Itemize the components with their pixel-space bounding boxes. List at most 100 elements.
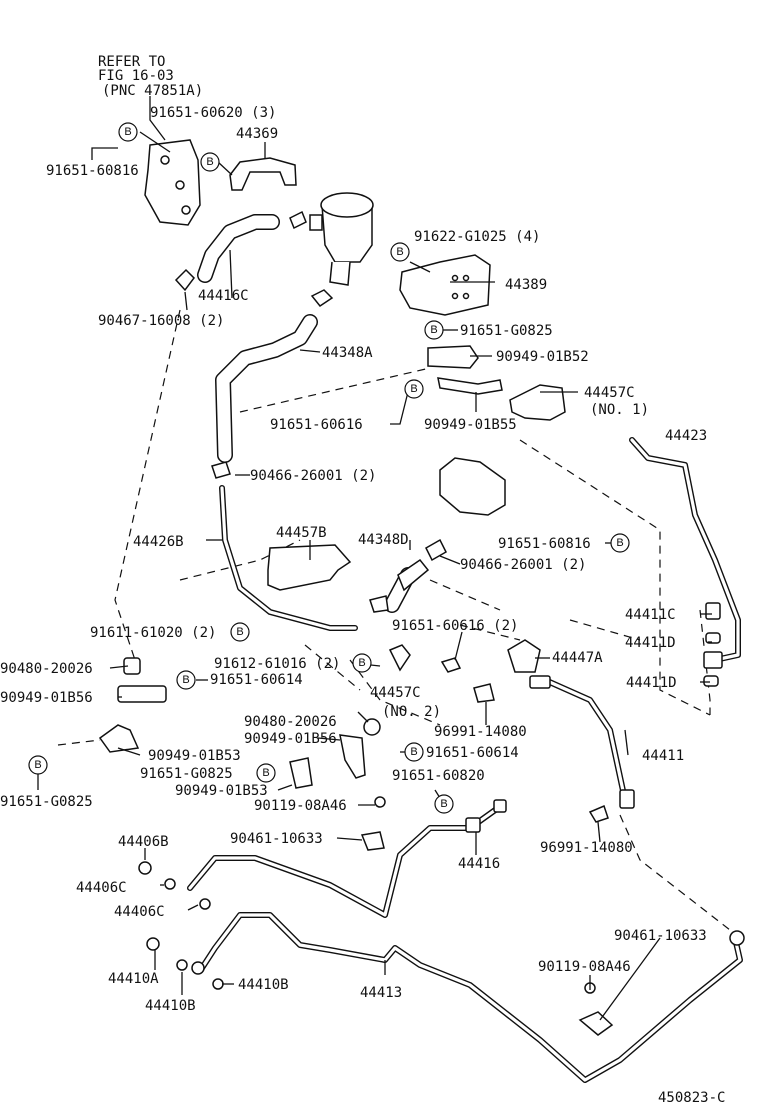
- part-label: 91651-60614: [426, 745, 519, 761]
- part-label: 90949-01B53: [175, 783, 268, 799]
- part-label: 91651-60816: [498, 536, 591, 552]
- part-label: 90119-08A46: [538, 959, 631, 975]
- part-label: 91611-61020 (2): [90, 625, 216, 641]
- part-label: 90949-01B52: [496, 349, 589, 365]
- part-label: 44406C: [76, 880, 127, 896]
- svg-text:B: B: [358, 657, 365, 669]
- hose-clamp: [369, 595, 389, 613]
- bolt-marker: B: [404, 742, 424, 762]
- refer-note-line2: FIG 16-03: [98, 68, 174, 84]
- bolt-marker: B: [424, 320, 444, 340]
- part-label: 44411D: [625, 635, 676, 651]
- figure-id: 450823-C: [658, 1090, 725, 1106]
- bolt-marker: B: [230, 622, 250, 642]
- svg-text:B: B: [236, 626, 243, 638]
- part-label: 44411: [642, 748, 684, 764]
- svg-text:B: B: [396, 246, 403, 258]
- bolt-markers: B B B B B B B B B B B B B: [28, 122, 630, 814]
- bolt-marker: B: [118, 122, 138, 142]
- bolt-marker: B: [610, 533, 630, 553]
- part-label: 91651-60620 (3): [150, 105, 276, 121]
- part-label: 91651-G0825: [0, 794, 93, 810]
- bolt-marker: B: [176, 670, 196, 690]
- part-label: 91651-G0825: [460, 323, 553, 339]
- part-label: 44423: [665, 428, 707, 444]
- part-label: 91651-G0825: [140, 766, 233, 782]
- part-label: 44416: [458, 856, 500, 872]
- part-labels: REFER TO FIG 16-03 (PNC 47851A) 91651-60…: [0, 54, 725, 1106]
- hose-clamp: [211, 461, 231, 479]
- bolt-marker: B: [200, 152, 220, 172]
- part-label: 90480-20026: [244, 714, 337, 730]
- part-label: 91651-60616: [270, 417, 363, 433]
- part-label: 91651-60616 (2): [392, 618, 518, 634]
- part-label: 90466-26001 (2): [250, 468, 376, 484]
- svg-text:B: B: [124, 126, 131, 138]
- refer-note-line1: REFER TO: [98, 54, 165, 70]
- bolt-marker: B: [390, 242, 410, 262]
- part-label: 44447A: [552, 650, 603, 666]
- part-label: 44348A: [322, 345, 373, 361]
- bolt-marker: B: [352, 653, 372, 673]
- svg-text:B: B: [410, 746, 417, 758]
- part-label: 44413: [360, 985, 402, 1001]
- part-label: 44406C: [114, 904, 165, 920]
- part-label: 44411C: [625, 607, 676, 623]
- part-label: 44457B: [276, 525, 327, 541]
- part-label: 91612-61016 (2): [214, 656, 340, 672]
- part-label: 91651-60614: [210, 672, 303, 688]
- hose-clamp: [425, 538, 447, 562]
- part-label: 44410A: [108, 971, 159, 987]
- part-label: 90461-10633: [230, 831, 323, 847]
- svg-text:B: B: [430, 324, 437, 336]
- part-label: 44457C: [584, 385, 635, 401]
- part-label: 44406B: [118, 834, 169, 850]
- svg-text:B: B: [262, 767, 269, 779]
- svg-text:B: B: [440, 798, 447, 810]
- part-label: 90949-01B56: [244, 731, 337, 747]
- part-label: 44426B: [133, 534, 184, 550]
- part-label: 90949-01B53: [148, 748, 241, 764]
- svg-text:B: B: [616, 537, 623, 549]
- part-label: 44389: [505, 277, 547, 293]
- part-label: 90949-01B56: [0, 690, 93, 706]
- svg-text:B: B: [182, 674, 189, 686]
- bolt-marker: B: [434, 794, 454, 814]
- part-label: 44410B: [145, 998, 196, 1014]
- hose-clamp: [289, 210, 307, 230]
- part-label: 90461-10633: [614, 928, 707, 944]
- part-label: (NO. 1): [590, 402, 649, 418]
- part-label: 90949-01B55: [424, 417, 517, 433]
- part-label: 44410B: [238, 977, 289, 993]
- part-label: (NO. 2): [382, 704, 441, 720]
- part-label: 91651-60816: [46, 163, 139, 179]
- svg-text:B: B: [206, 156, 213, 168]
- bolt-marker: B: [28, 755, 48, 775]
- hose-clamp: [310, 289, 334, 308]
- part-label: 91651-60820: [392, 768, 485, 784]
- dashed-reference-lines: [57, 309, 731, 931]
- parts: [98, 139, 745, 1036]
- part-label: 96991-14080: [434, 724, 527, 740]
- part-label: 44348D: [358, 532, 409, 548]
- part-label: 90119-08A46: [254, 798, 347, 814]
- part-label: 96991-14080: [540, 840, 633, 856]
- bolt-marker: B: [404, 379, 424, 399]
- part-label: 90480-20026: [0, 661, 93, 677]
- pipes: [187, 437, 743, 1083]
- bolt-marker: B: [256, 763, 276, 783]
- svg-text:B: B: [34, 759, 41, 771]
- part-label: 90466-26001 (2): [460, 557, 586, 573]
- part-label: 90467-16008 (2): [98, 313, 224, 329]
- hose-clamp: [174, 268, 195, 292]
- part-label: 91622-G1025 (4): [414, 229, 540, 245]
- svg-text:B: B: [410, 383, 417, 395]
- part-label: 44411D: [626, 675, 677, 691]
- leader-lines: [37, 96, 712, 1021]
- refer-note-line3: (PNC 47851A): [102, 83, 203, 99]
- part-label: 44416C: [198, 288, 249, 304]
- part-label: 44457C: [370, 685, 421, 701]
- part-label: 44369: [236, 126, 278, 142]
